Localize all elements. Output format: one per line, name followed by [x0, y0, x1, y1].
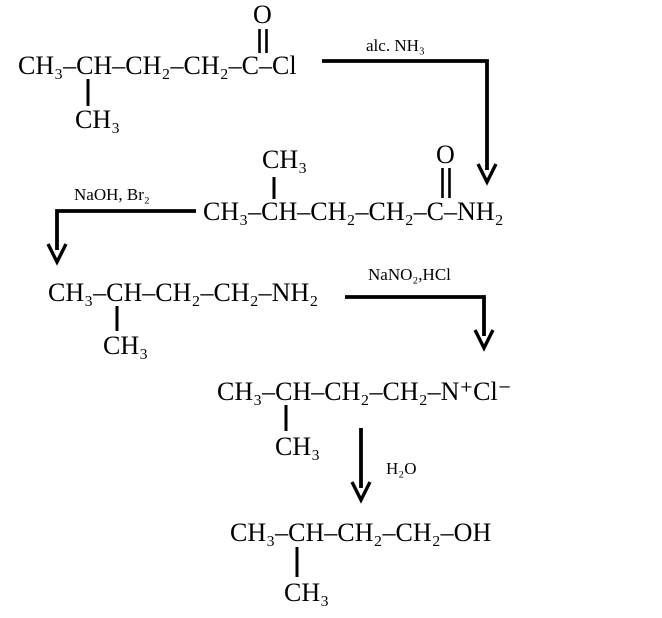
carbonyl-oxygen-structure-2: O	[436, 140, 455, 169]
branch-methyl-structure-5: CH₃	[284, 578, 330, 607]
formula-structure-3: CH₃–CH–CH₂–CH₂–NH₂	[48, 278, 319, 307]
formula-structure-4: CH₃–CH–CH₂–CH₂–N⁺Cl⁻	[217, 377, 512, 406]
arrow-step-1	[322, 59, 489, 170]
reagent-label-step-4: H₂O	[386, 459, 417, 478]
arrowhead-step-3	[473, 329, 495, 352]
reagent-label-step-1: alc. NH₃	[366, 36, 425, 55]
reagent-label-step-2: NaOH, Br₂	[74, 185, 150, 204]
formula-structure-1: CH₃–CH–CH₂–CH₂–C–Cl	[18, 51, 297, 80]
arrow-step-3	[345, 295, 486, 336]
branch-methyl-structure-1: CH₃	[75, 105, 121, 134]
branch-methyl-structure-3: CH₃	[103, 331, 149, 360]
arrowhead-step-4	[350, 481, 372, 504]
arrowhead-step-2	[46, 243, 68, 266]
formula-structure-2: CH₃–CH–CH₂–CH₂–C–NH₂	[203, 197, 504, 226]
carbonyl-oxygen-structure-1: O	[253, 0, 272, 29]
branch-methyl-structure-2: CH₃	[262, 145, 308, 174]
formula-structure-5: CH₃–CH–CH₂–CH₂–OH	[230, 518, 492, 547]
branch-methyl-structure-4: CH₃	[275, 432, 321, 461]
arrow-step-2	[55, 209, 196, 250]
reagent-label-step-3: NaNO₂,HCl	[368, 265, 451, 284]
arrowhead-step-1	[476, 163, 498, 186]
